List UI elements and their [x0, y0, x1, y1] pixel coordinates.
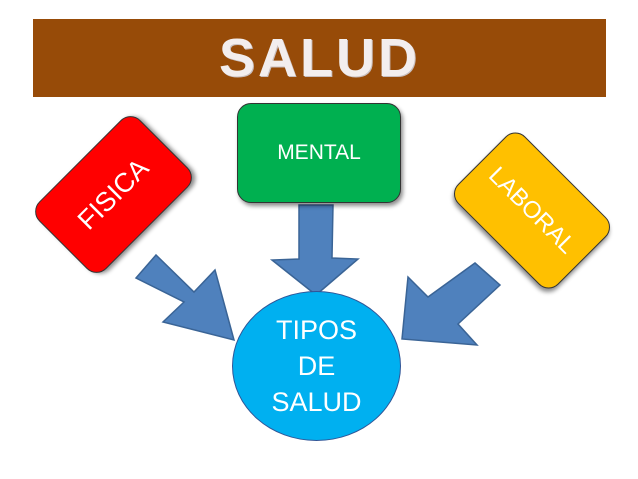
fisica-label: FISICA: [71, 152, 155, 236]
center-node: TIPOS DE SALUD: [232, 291, 401, 441]
mental-label: MENTAL: [277, 141, 361, 164]
arrow-mental-to-center: [269, 204, 360, 296]
mental-box: MENTAL: [237, 103, 401, 203]
arrow-fisica-to-center: [134, 253, 236, 342]
arrow-laboral-to-center: [401, 262, 502, 346]
title-banner: SALUD: [33, 19, 606, 97]
page-title: SALUD: [219, 28, 420, 88]
center-label: TIPOS DE SALUD: [271, 315, 362, 417]
